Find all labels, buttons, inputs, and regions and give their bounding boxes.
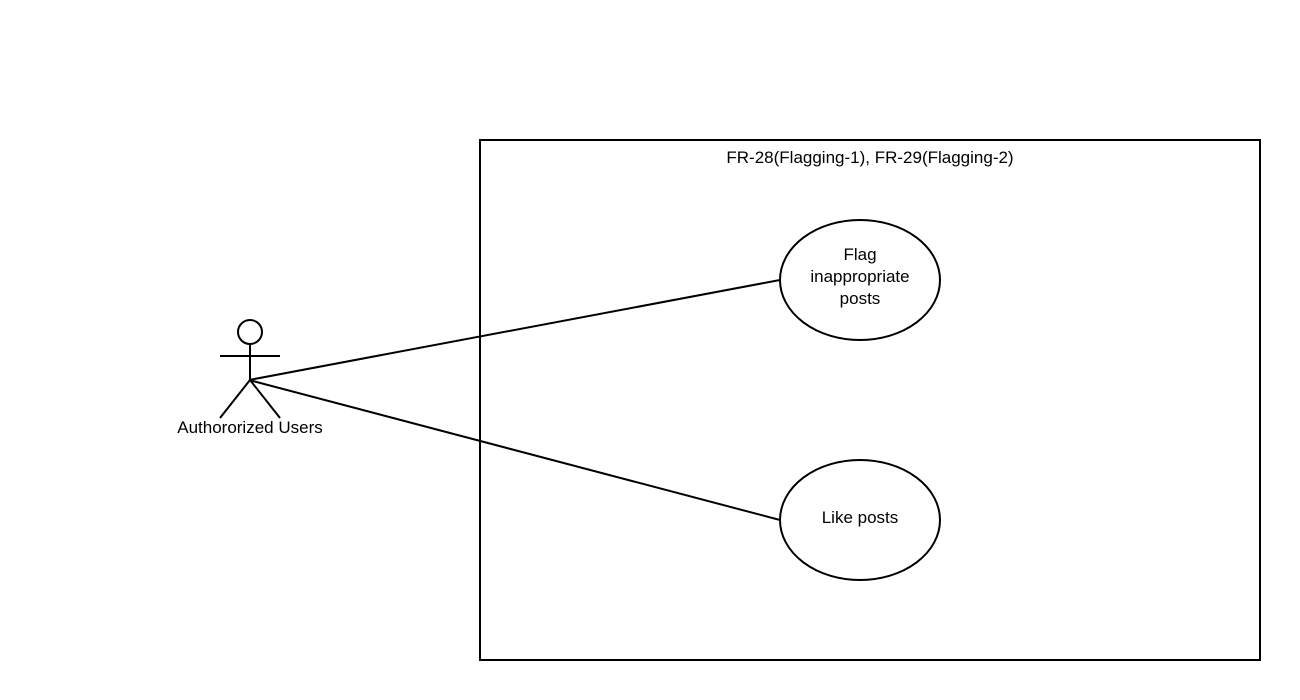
use-case-like: Like posts xyxy=(779,459,941,581)
system-boundary xyxy=(479,139,1261,661)
system-title: FR-28(Flagging-1), FR-29(Flagging-2) xyxy=(726,148,1013,167)
use-case-like-ellipse xyxy=(779,459,941,581)
actor-right-leg xyxy=(249,379,281,419)
actor-head xyxy=(237,319,263,345)
use-case-flag-line-2: inappropriate xyxy=(810,267,909,286)
association-line-flag xyxy=(248,279,781,381)
use-case-like-line-1: Like posts xyxy=(822,508,899,527)
use-case-flag: Flag inappropriate posts xyxy=(779,219,941,341)
actor-label: Authororized Users xyxy=(177,418,323,437)
actor-left-leg xyxy=(219,379,251,419)
use-case-flag-line-1: Flag xyxy=(843,245,876,264)
actor-figure xyxy=(219,319,281,419)
association-line-like xyxy=(248,379,781,521)
use-case-flag-line-3: posts xyxy=(840,289,881,308)
use-case-flag-ellipse xyxy=(779,219,941,341)
